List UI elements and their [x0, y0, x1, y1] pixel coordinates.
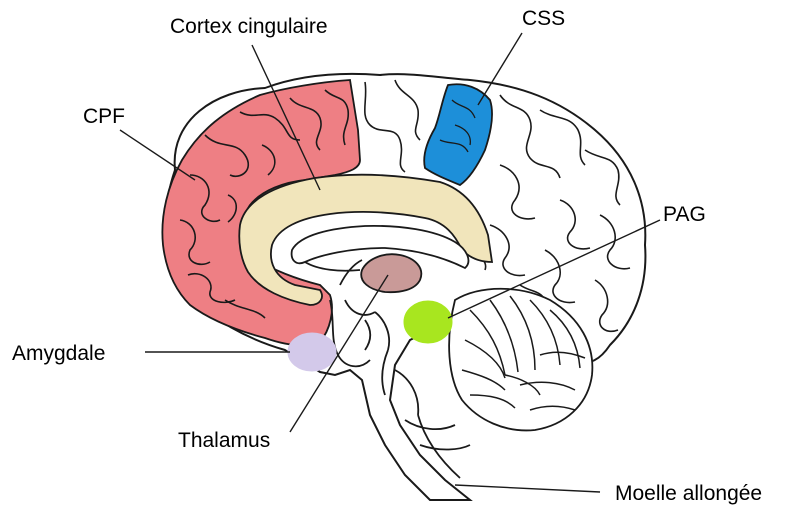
label-cpf: CPF: [83, 105, 125, 128]
label-thalamus: Thalamus: [178, 429, 270, 452]
amygdale-region: [288, 333, 336, 371]
label-css: CSS: [522, 7, 565, 30]
leader-moelle: [455, 485, 600, 492]
label-amygdale: Amygdale: [12, 342, 105, 365]
pag-region: [404, 301, 452, 343]
thalamus-region: [361, 254, 421, 292]
label-pag: PAG: [663, 203, 706, 226]
label-cortex-cingulaire: Cortex cingulaire: [170, 15, 328, 38]
label-moelle: Moelle allongée: [615, 482, 762, 505]
